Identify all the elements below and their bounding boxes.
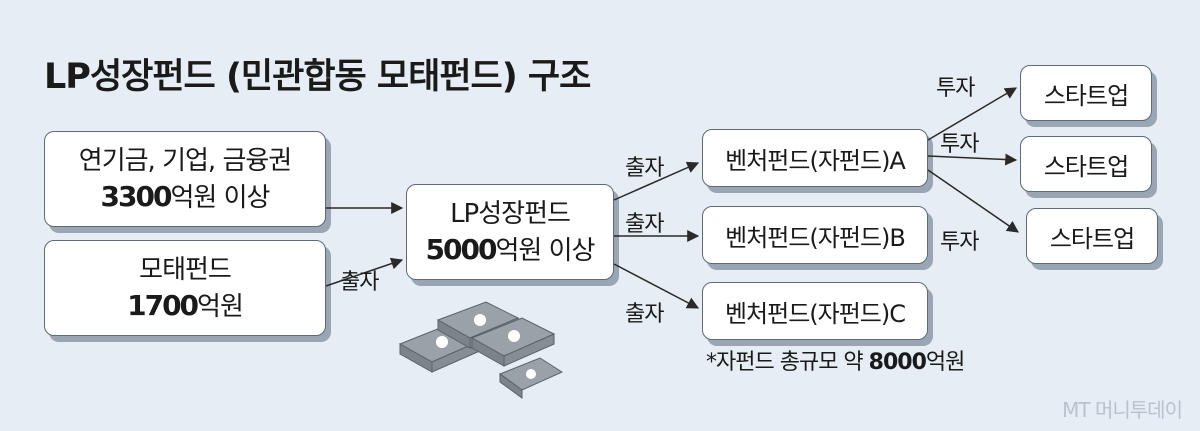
footnote: *자펀드 총규모 약 8000억원	[706, 344, 965, 376]
startup-box-3: 스타트업	[1026, 208, 1158, 264]
diagram-title: LP성장펀드 (민관합동 모태펀드) 구조	[44, 57, 591, 97]
edge-label-contribution-c: 출자	[625, 302, 664, 327]
lp-fund-amount: 5000	[425, 232, 498, 266]
footnote-suffix: 억원	[925, 350, 965, 375]
edge-label-investment-1: 투자	[936, 76, 975, 101]
source-label: 모태펀드	[139, 254, 232, 285]
edge-label-contribution-mother: 출자	[340, 270, 379, 295]
sub-fund-label: 벤처펀드(자펀드)A	[725, 146, 906, 175]
arrow-fund-a-to-startup-2	[927, 153, 1018, 166]
startup-label: 스타트업	[1043, 81, 1129, 110]
edge-label-contribution-a: 출자	[625, 156, 664, 181]
arrow-fund-a-to-startup-1	[927, 87, 1018, 141]
source-label: 연기금, 기업, 금융권	[78, 145, 292, 176]
publisher-credit: MT 머니투데이	[1062, 398, 1183, 422]
arrow-fund-a-to-startup-3	[927, 169, 1019, 233]
arrow-lp-to-fund-a	[613, 161, 700, 201]
edge-label-contribution-b: 출자	[625, 212, 664, 237]
sub-fund-label: 벤처펀드(자펀드)C	[724, 299, 906, 328]
lp-fund-name: LP성장펀드	[450, 198, 571, 229]
source-unit: 억원 이상	[170, 182, 270, 213]
arrow-mother-to-lp	[325, 257, 404, 287]
footnote-amount: 8000	[868, 350, 927, 375]
source-amount: 3300	[100, 179, 173, 213]
lp-fund-amount-line: 5000억원 이상	[425, 232, 596, 269]
source-amount-line: 3300억원 이상	[100, 179, 271, 216]
edge-label-investment-3: 투자	[940, 230, 979, 255]
source-unit: 억원	[197, 291, 244, 322]
startup-label: 스타트업	[1043, 152, 1129, 181]
startup-label: 스타트업	[1049, 224, 1135, 253]
source-box-institutions: 연기금, 기업, 금융권 3300억원 이상	[44, 131, 326, 227]
arrow-lp-to-fund-c	[613, 263, 700, 309]
footnote-prefix: *자펀드 총규모 약	[706, 350, 869, 375]
source-box-mother-fund: 모태펀드 1700억원	[44, 240, 326, 336]
source-amount-line: 1700억원	[127, 288, 244, 325]
sub-fund-box-a: 벤처펀드(자펀드)A	[702, 129, 928, 187]
sub-fund-label: 벤처펀드(자펀드)B	[725, 223, 906, 252]
lp-fund-box: LP성장펀드 5000억원 이상	[406, 184, 614, 280]
startup-box-2: 스타트업	[1020, 136, 1152, 192]
startup-box-1: 스타트업	[1020, 65, 1152, 121]
lp-fund-unit: 억원 이상	[495, 235, 595, 266]
sub-fund-box-b: 벤처펀드(자펀드)B	[702, 206, 928, 264]
money-stack-icon	[398, 301, 564, 399]
sub-fund-box-c: 벤처펀드(자펀드)C	[702, 282, 928, 340]
edge-label-investment-2: 투자	[940, 132, 979, 157]
source-amount: 1700	[127, 288, 199, 322]
